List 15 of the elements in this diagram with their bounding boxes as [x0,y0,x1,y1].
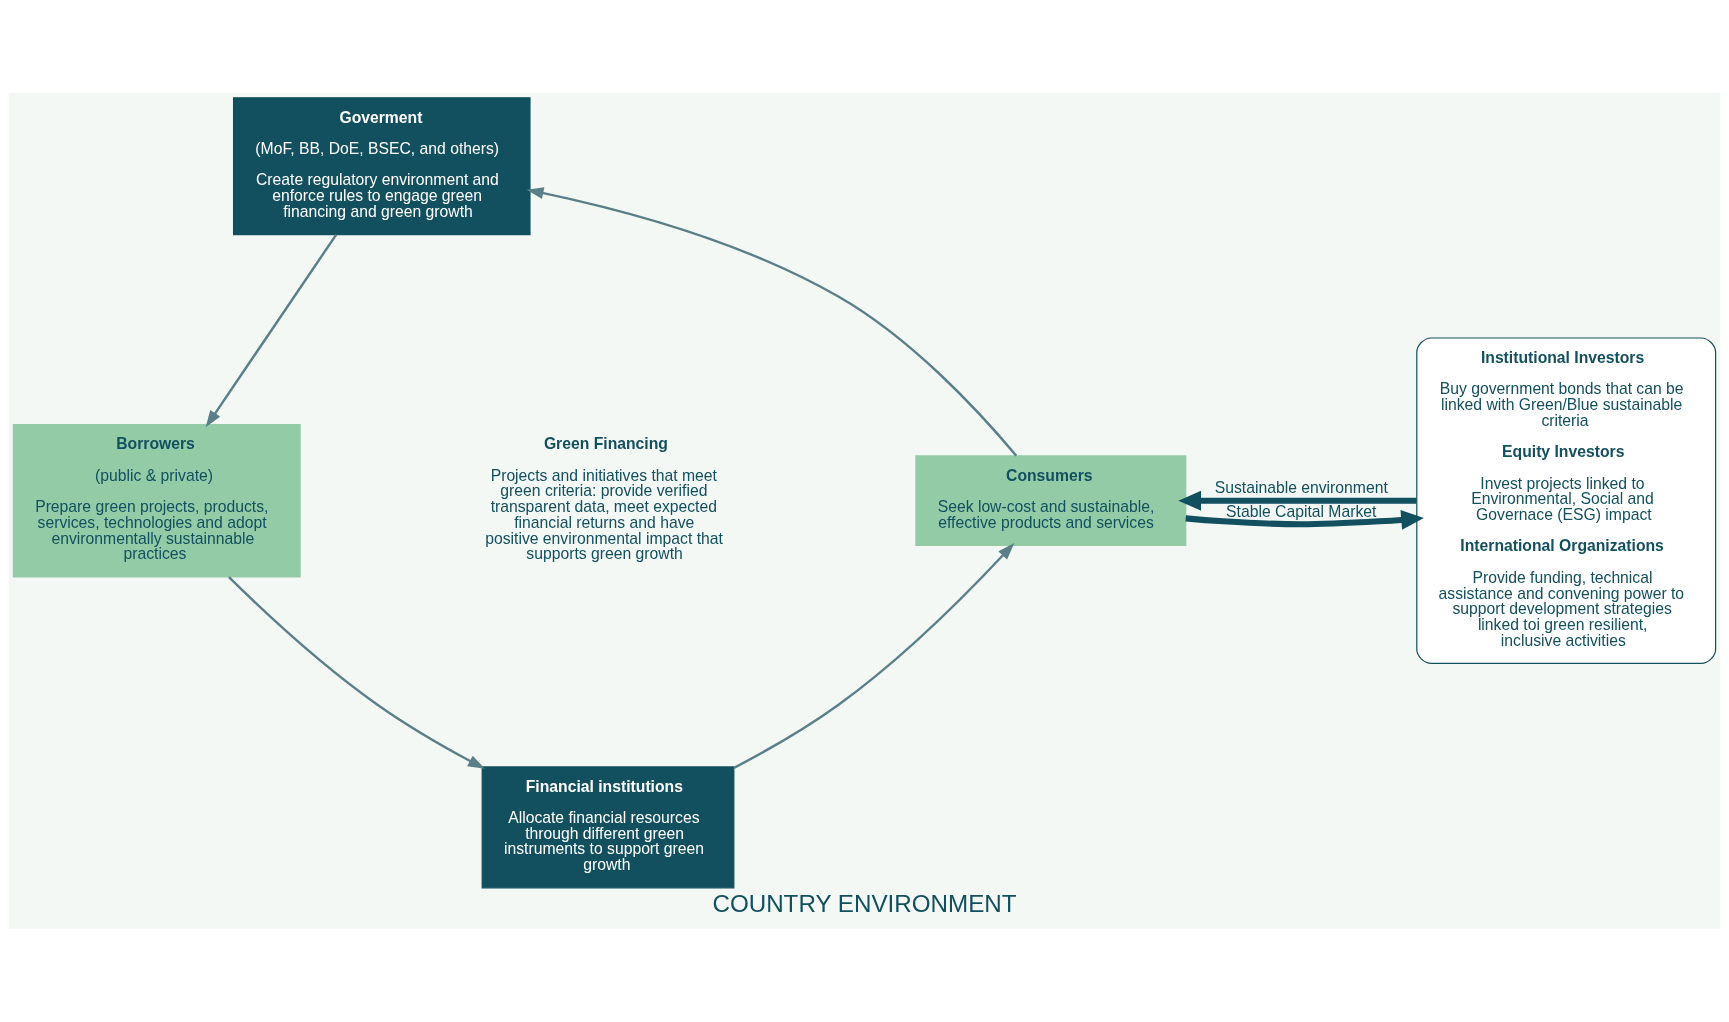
node-box: Financial institutions Allocate financial resources through different green instruments to support green growth [481,766,735,889]
arrow [228,576,485,769]
caption: COUNTRY ENVIRONMENT [712,890,1017,918]
node-box: Institutional Investors Buy government bonds that can be linked with Green/Blue sustainable criteria Equity Investors Invest projects linked to Environmental, Social and Governace (ESG) impact International Organizations Provide funding, technical assistance and convening power to support development strategies linked toi green resilient, inclusive activities [1416,337,1717,665]
arrow [733,543,1015,769]
arrow [1178,490,1417,511]
node-text: Green Financing Projects and initiatives that meet green criteria: provide verified transparent data, meet expected financial returns and have positive environmental impact that supports green growth [485,435,723,563]
node-box: Goverment (MoF, BB, DoE, BSEC, and others) Create regulatory environment and enforce rules to engage green financing and green growth [232,97,531,236]
arrow [205,233,338,428]
node-box: Consumers Seek low-cost and sustainable, effective products and services [915,455,1187,547]
arrow [1185,510,1424,530]
arrow [526,187,1018,457]
edge-label: Stable Capital Market [1226,502,1377,520]
edge-label: Sustainable environment [1214,478,1388,496]
node-box: Borrowers (public & private) Prepare green projects, products, services, technologies and adopt environmentally sustainnable practices [12,423,301,578]
